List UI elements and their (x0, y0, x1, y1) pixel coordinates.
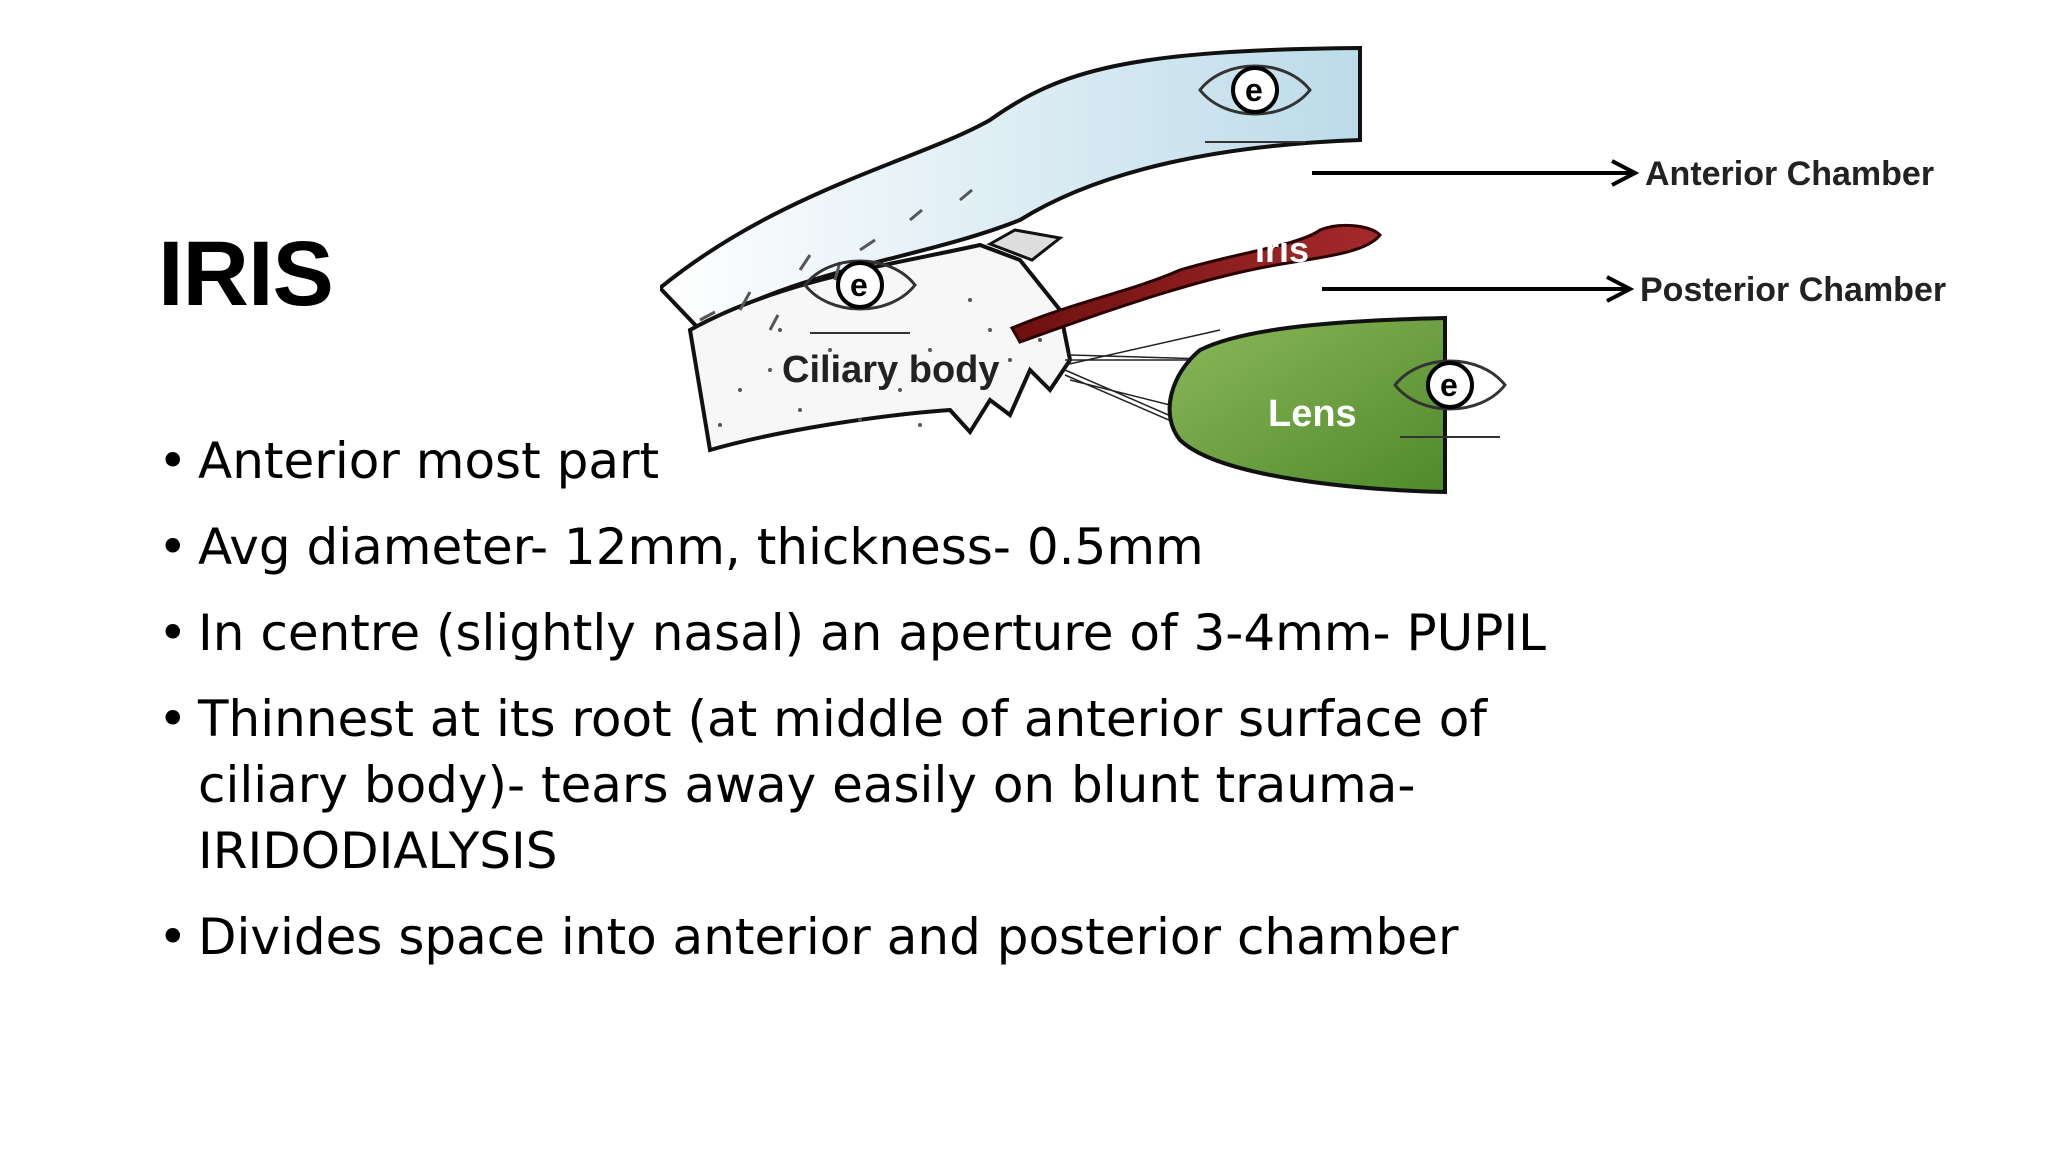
lens-label: Lens (1268, 393, 1357, 435)
ciliary-stipple (718, 298, 1042, 427)
posterior-chamber-label: Posterior Chamber (1640, 271, 1946, 309)
bullet-item: In centre (slightly nasal) an aperture o… (158, 600, 1978, 666)
watermark-logo-1: e (1198, 64, 1312, 143)
cornea-shape (660, 45, 1362, 333)
ciliary-body-label: Ciliary body (782, 349, 1000, 391)
eye-anatomy-diagram: Iris Lens Ciliary body e e e (660, 45, 1946, 495)
lens-shape (1167, 315, 1447, 495)
svg-text:e: e (850, 267, 868, 303)
iris-shape (1009, 224, 1382, 344)
posterior-chamber-arrow (1322, 275, 1635, 303)
anterior-chamber-arrow (1312, 159, 1640, 187)
svg-text:e: e (1245, 72, 1263, 108)
bullet-item: Thinnest at its root (at middle of anter… (158, 686, 1618, 884)
watermark-logo-2: e (803, 259, 917, 334)
svg-text:e: e (1440, 367, 1458, 403)
bullet-item: Avg diameter- 12mm, thickness- 0.5mm (158, 514, 1978, 580)
anterior-chamber-label: Anterior Chamber (1645, 155, 1934, 193)
ciliary-body-shape (687, 242, 1073, 453)
watermark-logo-3: e (1393, 359, 1507, 438)
sclera-dashes (699, 188, 973, 331)
slide-title: IRIS (158, 223, 334, 325)
bullet-list: Anterior most part Avg diameter- 12mm, t… (158, 428, 1978, 990)
bullet-item: Divides space into anterior and posterio… (158, 904, 1978, 970)
trabecular-meshwork (986, 228, 1064, 262)
bullet-item: Anterior most part (158, 428, 1978, 494)
iris-label: Iris (1255, 229, 1309, 270)
